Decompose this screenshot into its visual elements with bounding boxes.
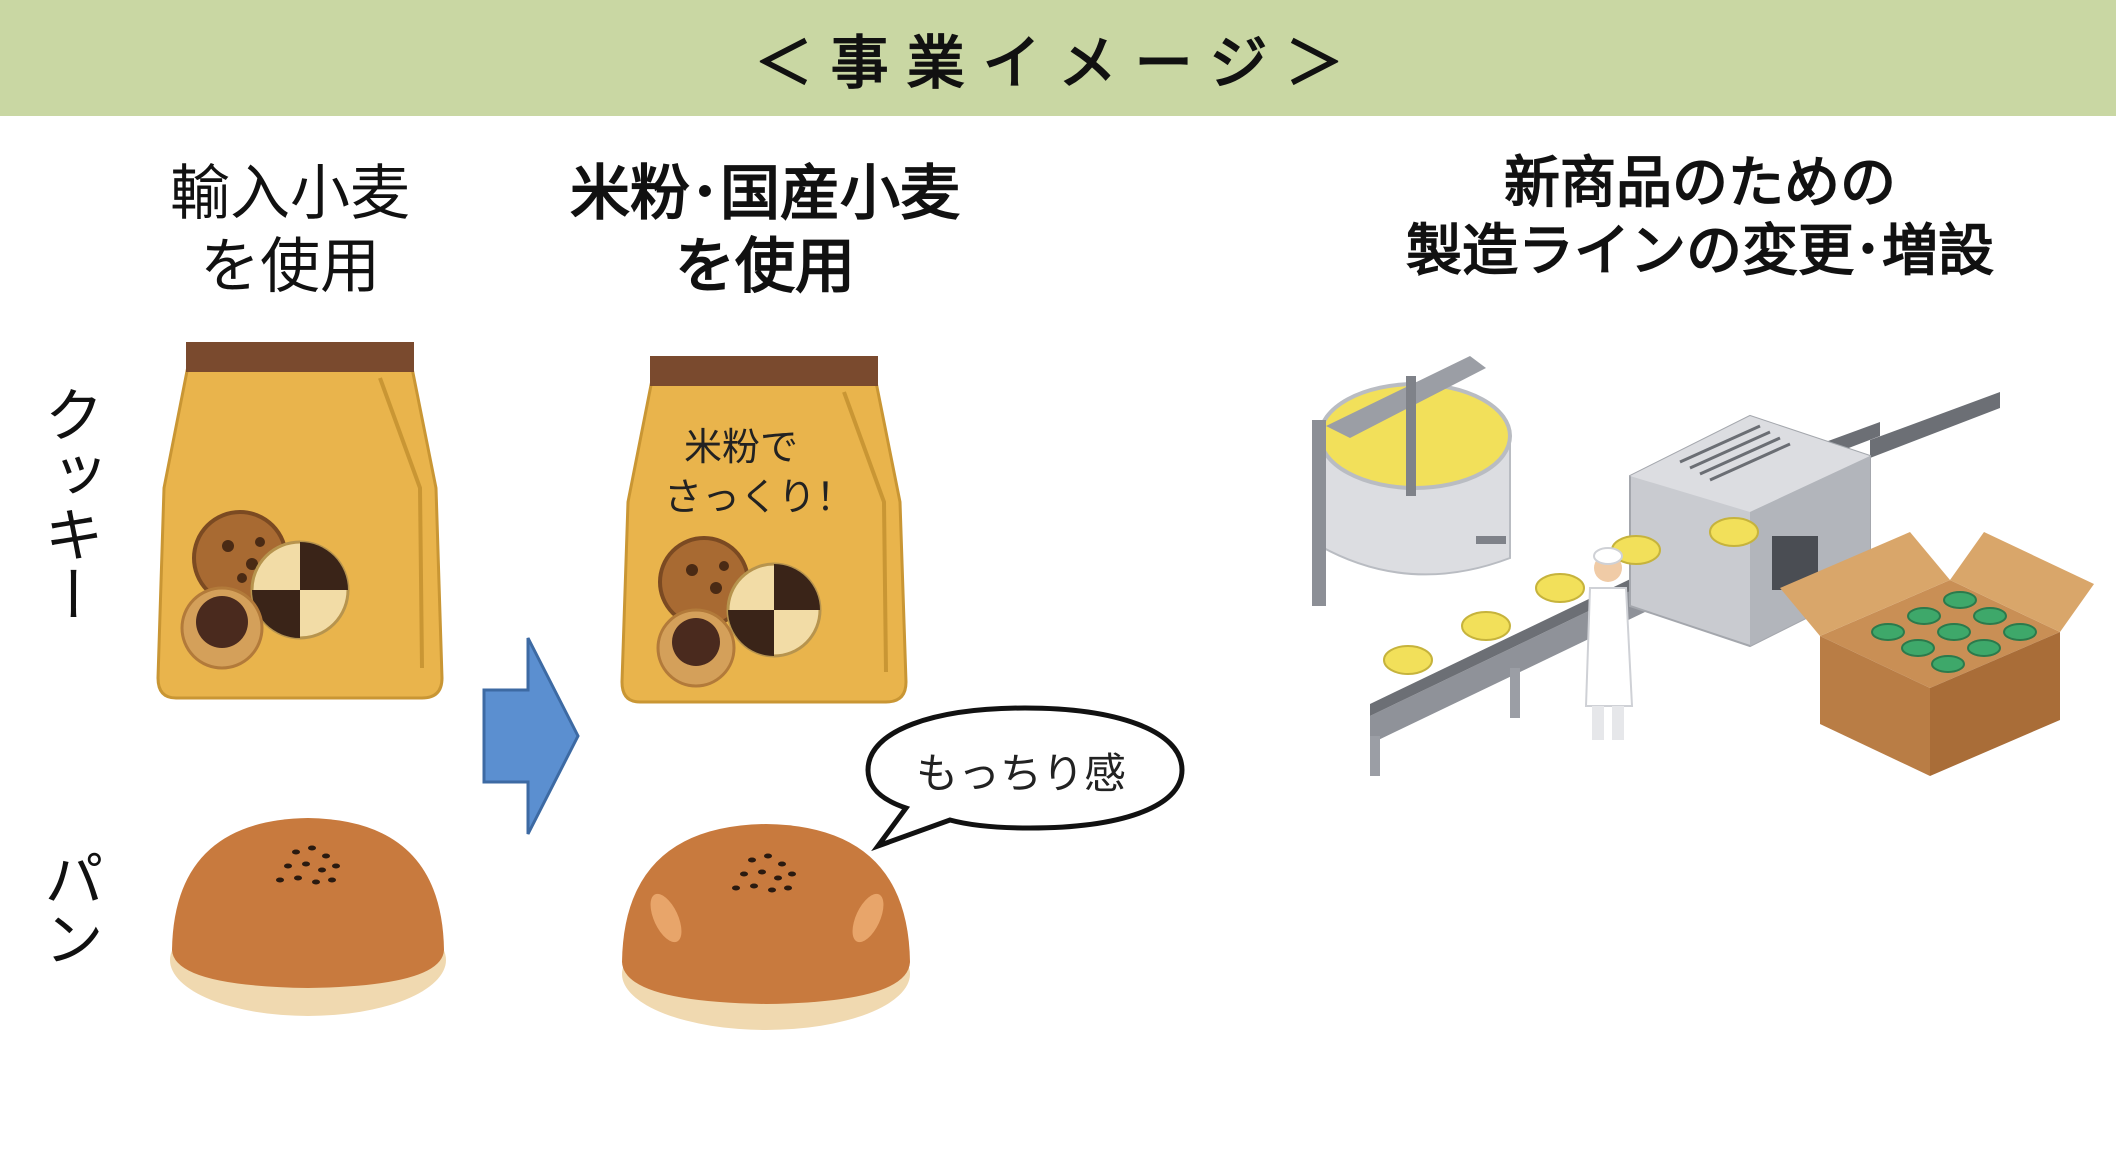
speech-bubble: もっちり感: [865, 705, 1185, 852]
row-label-cookie: クッキー: [28, 384, 108, 636]
production-line-label: 新商品のための 製造ラインの変更･増設: [1300, 150, 2100, 287]
after-label-line2: を使用: [675, 232, 855, 303]
header-banner: ＜事業イメージ＞: [0, 0, 2116, 116]
rice-bread-bun-icon: [622, 824, 910, 1030]
bread-bun-icon: [170, 818, 446, 1016]
production-line-label-line1: 新商品のための: [1504, 151, 1896, 216]
bubble-text: もっちり感: [916, 749, 1126, 798]
before-label-line1: 輸入小麦: [170, 159, 410, 229]
rice-bag-caption-line1: 米粉で: [684, 425, 798, 469]
before-label: 輸入小麦 を使用: [120, 158, 460, 304]
row-label-bread: パン: [28, 848, 108, 980]
right-arrow-icon: [482, 637, 580, 835]
after-label-line1: 米粉･国産小麦: [570, 159, 960, 229]
rice-flour-bag-icon: 米粉で さっくり！: [620, 356, 908, 704]
after-label: 米粉･国産小麦 を使用: [530, 158, 1000, 304]
row-label-cookie-text: クッキー: [33, 384, 104, 624]
flour-bag-icon: [156, 342, 444, 700]
production-line-icon: [1312, 356, 2094, 776]
before-label-line2: を使用: [200, 232, 380, 303]
page-title: ＜事業イメージ＞: [754, 29, 1362, 97]
production-line-label-line2: 製造ラインの変更･増設: [1406, 219, 1994, 285]
rice-bag-caption-line2: さっくり！: [664, 475, 854, 519]
row-label-bread-text: パン: [33, 848, 104, 968]
